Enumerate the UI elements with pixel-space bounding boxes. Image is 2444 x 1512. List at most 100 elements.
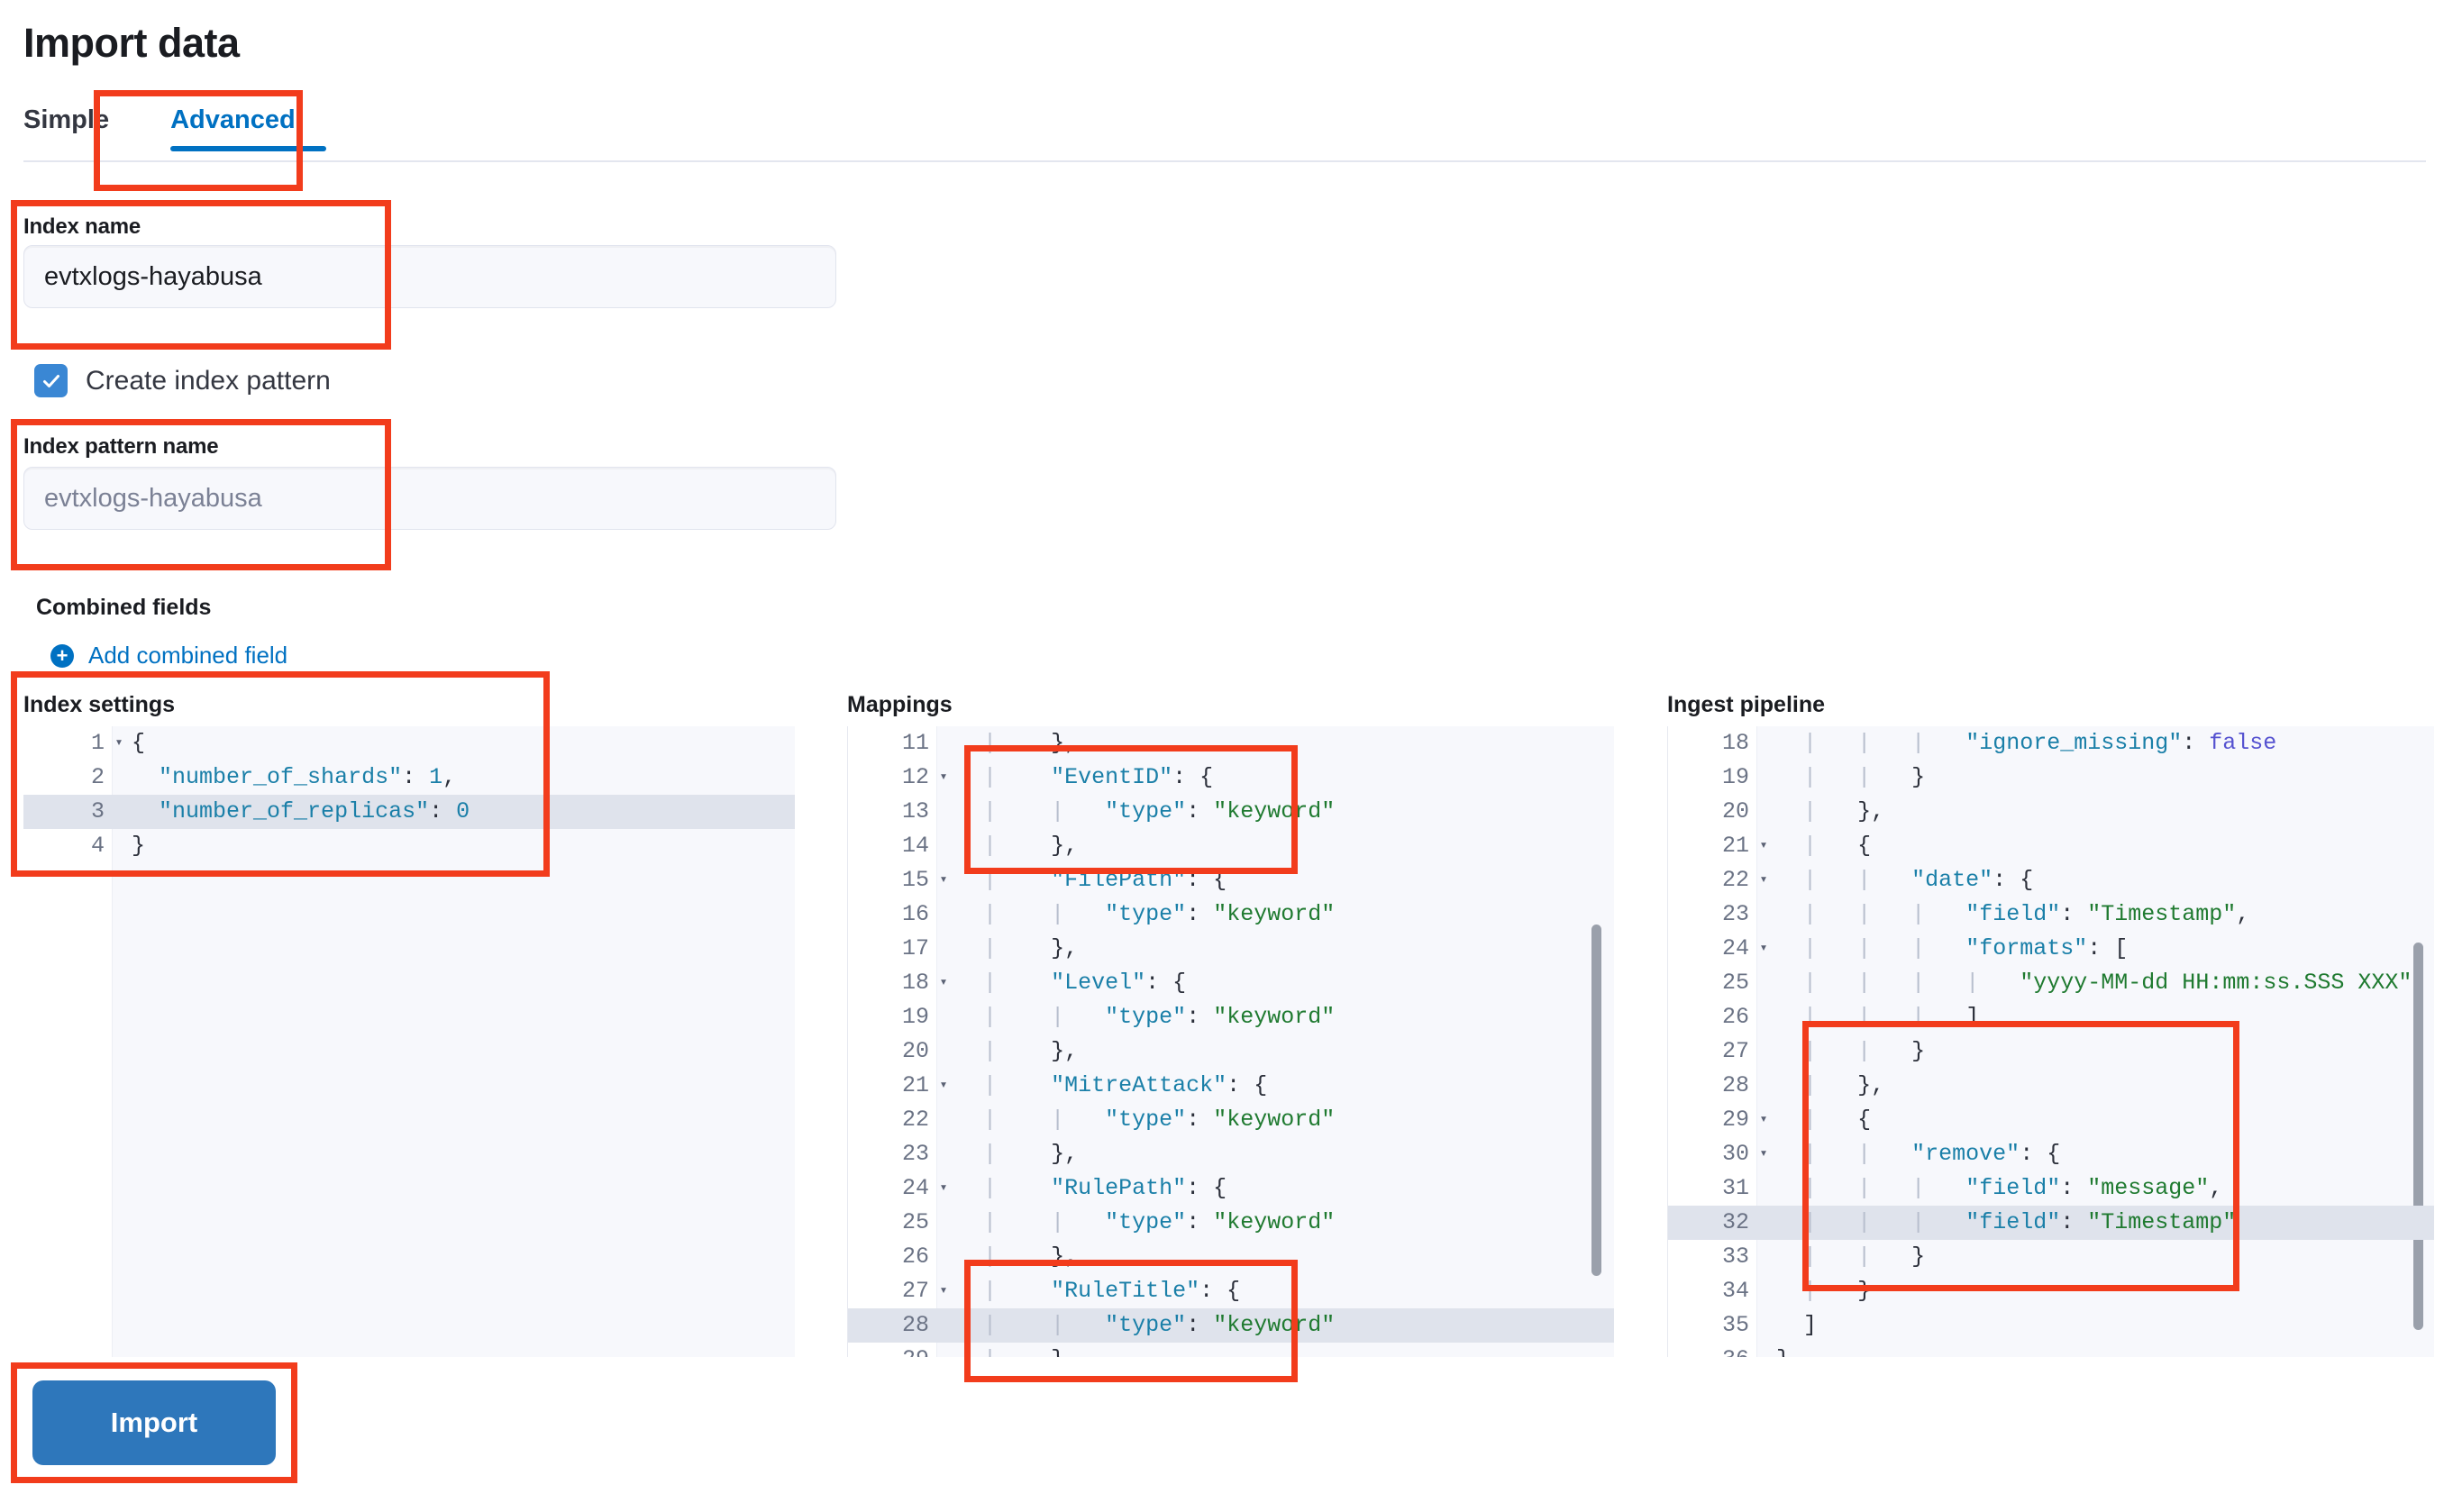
code-line[interactable]: 16 | | "type": "keyword" [848,897,1614,932]
fold-arrow-icon[interactable]: ▾ [1759,941,1768,956]
index-pattern-name-input[interactable] [23,467,836,530]
line-number: 33 [1668,1240,1756,1274]
code-line[interactable]: 26 | }, [848,1240,1614,1274]
code-line[interactable]: 1▾{ [23,726,795,761]
code-line[interactable]: 34 | } [1668,1274,2434,1308]
code-line[interactable]: 12▾ | "EventID": { [848,761,1614,795]
code-line[interactable]: 22▾ | | "date": { [1668,863,2434,897]
create-index-pattern-checkbox[interactable] [34,364,68,397]
code-text: | | | "field": "message", [1803,1175,2223,1201]
line-number: 34 [1668,1274,1756,1308]
fold-arrow-icon[interactable]: ▾ [939,1180,948,1196]
line-number: 36 [1668,1343,1756,1357]
create-index-pattern-row[interactable]: Create index pattern [34,364,331,397]
code-line[interactable]: 4} [23,829,795,863]
code-text: "number_of_shards": 1, [159,764,457,790]
code-line[interactable]: 11 | }, [848,726,1614,761]
code-line[interactable]: 22 | | "type": "keyword" [848,1103,1614,1137]
code-line[interactable]: 32 | | | "field": "Timestamp" [1668,1206,2434,1240]
code-line[interactable]: 29▾ | { [1668,1103,2434,1137]
code-line[interactable]: 29 | }, [848,1343,1614,1357]
code-line[interactable]: 20 | }, [848,1034,1614,1069]
code-line[interactable]: 30▾ | | "remove": { [1668,1137,2434,1171]
line-number: 25 [848,1206,936,1240]
code-line[interactable]: 24▾ | | | "formats": [ [1668,932,2434,966]
code-line[interactable]: 27 | | } [1668,1034,2434,1069]
code-line[interactable]: 26 | | | ] [1668,1000,2434,1034]
code-line[interactable]: 27▾ | "RuleTitle": { [848,1274,1614,1308]
code-line[interactable]: 21▾ | "MitreAttack": { [848,1069,1614,1103]
code-line[interactable]: 23 | | | "field": "Timestamp", [1668,897,2434,932]
ingest-pipeline-heading: Ingest pipeline [1667,692,1826,717]
line-number: 35 [1668,1308,1756,1343]
fold-arrow-icon[interactable]: ▾ [114,735,123,751]
fold-arrow-icon[interactable]: ▾ [1759,1112,1768,1127]
code-line[interactable]: 36} [1668,1343,2434,1357]
index-name-input[interactable] [23,245,836,308]
code-line[interactable]: 23 | }, [848,1137,1614,1171]
index-settings-heading: Index settings [23,692,176,717]
code-line[interactable]: 18 | | | "ignore_missing": false [1668,726,2434,761]
line-number: 20 [848,1034,936,1069]
line-number: 3 [23,795,112,829]
add-combined-field-label: Add combined field [88,642,288,669]
code-line[interactable]: 19 | | } [1668,761,2434,795]
line-number: 27 [1668,1034,1756,1069]
index-settings-editor[interactable]: 1▾{2 "number_of_shards": 1,3 "number_of_… [23,726,795,1357]
code-line[interactable]: 28 | | "type": "keyword" [848,1308,1614,1343]
add-combined-field-button[interactable]: + Add combined field [50,642,287,669]
code-line[interactable]: 2 "number_of_shards": 1, [23,761,795,795]
page-title: Import data [23,20,240,66]
fold-arrow-icon[interactable]: ▾ [1759,838,1768,853]
code-text: | "RuleTitle": { [983,1278,1241,1304]
line-number: 26 [848,1240,936,1274]
code-text: | | | "field": "Timestamp" [1803,1209,2237,1235]
line-number: 12▾ [848,761,948,795]
line-number: 29 [848,1343,936,1357]
line-number: 15▾ [848,863,948,897]
fold-arrow-icon[interactable]: ▾ [939,1078,948,1093]
tab-advanced[interactable]: Advanced [140,107,326,151]
code-text: | | "type": "keyword" [983,1312,1336,1338]
code-line[interactable]: 28 | }, [1668,1069,2434,1103]
fold-arrow-icon[interactable]: ▾ [939,872,948,888]
line-number: 17 [848,932,936,966]
code-line[interactable]: 31 | | | "field": "message", [1668,1171,2434,1206]
import-button[interactable]: Import [32,1380,276,1465]
mappings-editor[interactable]: 11 | },12▾ | "EventID": {13 | | "type": … [847,726,1614,1357]
code-line[interactable]: 20 | }, [1668,795,2434,829]
code-line[interactable]: 35 ] [1668,1308,2434,1343]
ingest-pipeline-scrollbar[interactable] [2413,943,2423,1330]
code-line[interactable]: 18▾ | "Level": { [848,966,1614,1000]
line-number: 19 [848,1000,936,1034]
code-line[interactable]: 19 | | "type": "keyword" [848,1000,1614,1034]
fold-arrow-icon[interactable]: ▾ [939,770,948,785]
mappings-scrollbar[interactable] [1591,925,1601,1276]
code-line[interactable]: 13 | | "type": "keyword" [848,795,1614,829]
code-text: | }, [1803,1072,1885,1098]
line-number: 26 [1668,1000,1756,1034]
code-line[interactable]: 15▾ | "FilePath": { [848,863,1614,897]
fold-arrow-icon[interactable]: ▾ [939,975,948,990]
code-line[interactable]: 17 | }, [848,932,1614,966]
code-line[interactable]: 21▾ | { [1668,829,2434,863]
code-line[interactable]: 24▾ | "RulePath": { [848,1171,1614,1206]
line-number: 32 [1668,1206,1756,1240]
code-line[interactable]: 25 | | "type": "keyword" [848,1206,1614,1240]
code-text: | | "remove": { [1803,1141,2061,1167]
code-text: | | "type": "keyword" [983,1107,1336,1133]
code-text: } [132,833,146,859]
code-line[interactable]: 25 | | | | "yyyy-MM-dd HH:mm:ss.SSS XXX" [1668,966,2434,1000]
code-line[interactable]: 33 | | } [1668,1240,2434,1274]
code-text: | | "date": { [1803,867,2034,893]
tab-simple[interactable]: Simple [23,105,110,134]
code-text: ] [1803,1312,1818,1338]
line-number: 19 [1668,761,1756,795]
fold-arrow-icon[interactable]: ▾ [1759,872,1768,888]
line-number: 1▾ [23,726,123,761]
code-line[interactable]: 3 "number_of_replicas": 0 [23,795,795,829]
code-line[interactable]: 14 | }, [848,829,1614,863]
fold-arrow-icon[interactable]: ▾ [1759,1146,1768,1161]
fold-arrow-icon[interactable]: ▾ [939,1283,948,1298]
